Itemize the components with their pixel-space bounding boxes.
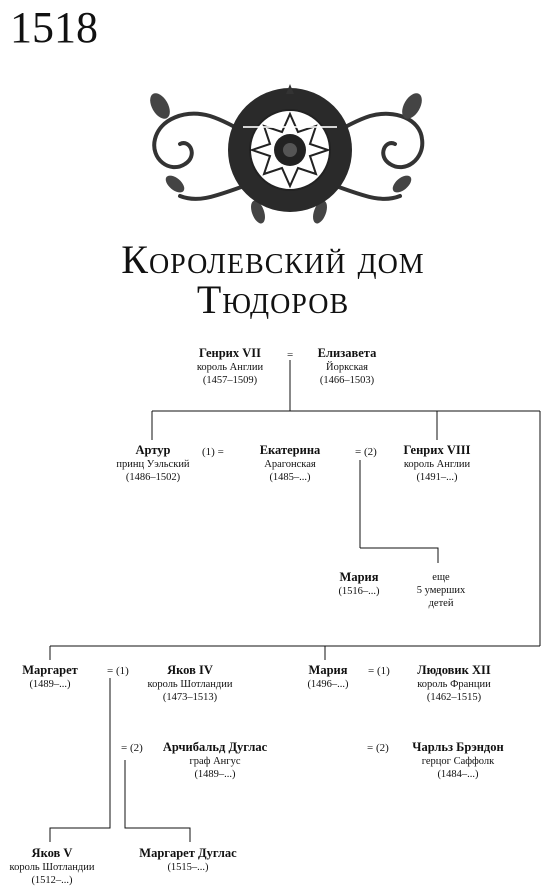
year-heading: 1518: [10, 3, 98, 52]
person-name: Маргарет: [22, 663, 78, 677]
line-henry7-children: [151, 360, 540, 440]
marriage-sign: (1) =: [202, 446, 224, 458]
line-margaret-archibald: [124, 760, 191, 842]
marriage-sign: = (1): [368, 665, 390, 677]
marriage-sign: = (1): [107, 665, 129, 677]
title-line-2: Тюдоров: [196, 277, 350, 322]
person-name: Генрих VII: [198, 346, 262, 360]
line-margaret-james4: [49, 678, 111, 842]
person-catherine: Екатерина Арагонская (1485–...): [240, 443, 340, 484]
person-elizabeth: Елизавета Йоркская (1466–1503): [297, 346, 397, 387]
line-henry7-daughters: [49, 411, 541, 660]
person-name: Генрих VIII: [403, 443, 471, 457]
person-mary-daughter: Мария (1516–...): [322, 570, 396, 598]
marriage-sign: = (2): [121, 742, 143, 754]
person-name: Мария: [339, 570, 379, 584]
person-mary-sister: Мария (1496–...): [294, 663, 362, 691]
title-line-1: Королевский дом: [121, 237, 425, 282]
person-name: Яков V: [31, 846, 73, 860]
other-children: еще 5 умерших детей: [416, 572, 466, 609]
person-name: Людовик XII: [417, 663, 491, 677]
marriage-sign: =: [287, 349, 294, 361]
person-margaret-douglas: Маргарет Дуглас (1515–...): [126, 846, 250, 874]
person-arthur: Артур принц Уэльский (1486–1502): [100, 443, 206, 484]
person-name: Екатерина: [259, 443, 321, 457]
person-james5: Яков V король Шотландии (1512–...): [0, 846, 104, 887]
person-name: Арчибальд Дуглас: [162, 740, 268, 754]
marriage-sign: = (2): [355, 446, 377, 458]
person-henry7: Генрих VII король Англии (1457–1509): [175, 346, 285, 387]
tudor-rose-emblem: [150, 84, 425, 224]
marriage-sign: = (2): [367, 742, 389, 754]
person-margaret: Маргарет (1489–...): [6, 663, 94, 691]
person-name: Мария: [308, 663, 348, 677]
person-archibald: Арчибальд Дуглас граф Ангус (1489–...): [150, 740, 280, 781]
person-james4: Яков IV король Шотландии (1473–1513): [140, 663, 240, 704]
person-name: Елизавета: [317, 346, 377, 360]
person-name: Маргарет Дуглас: [139, 846, 237, 860]
person-name: Артур: [135, 443, 171, 457]
line-henry8-mary: [359, 460, 439, 563]
person-name: Чарльз Брэндон: [412, 740, 504, 754]
person-name: Яков IV: [167, 663, 213, 677]
person-louis12: Людовик XII король Франции (1462–1515): [404, 663, 504, 704]
person-henry8: Генрих VIII король Англии (1491–...): [387, 443, 487, 484]
person-charles: Чарльз Брэндон герцог Саффолк (1484–...): [398, 740, 518, 781]
